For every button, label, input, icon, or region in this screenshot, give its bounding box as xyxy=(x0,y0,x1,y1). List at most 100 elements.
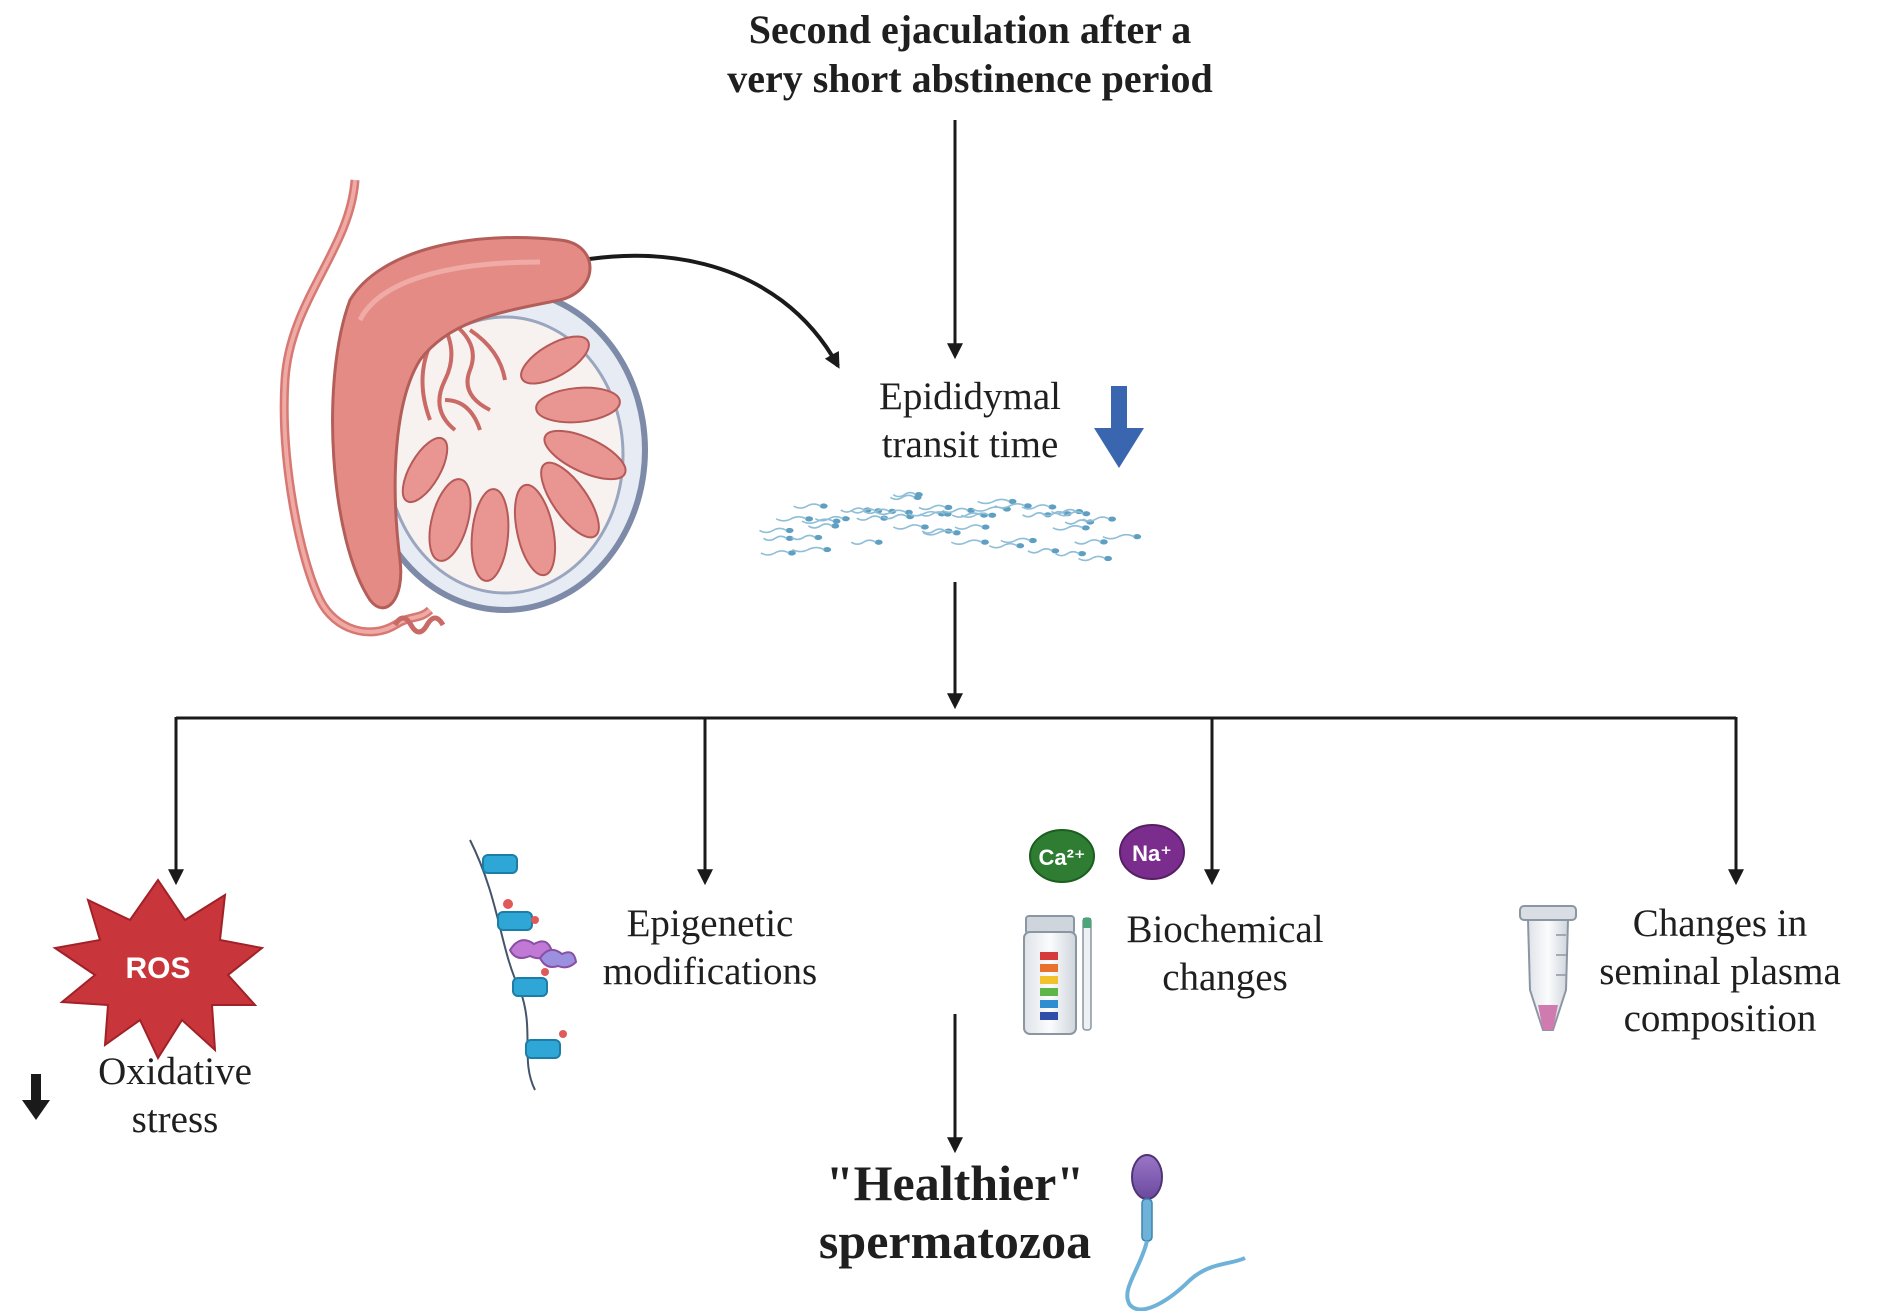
title-line-2: very short abstinence period xyxy=(727,55,1213,101)
title-label: Second ejaculation after a very short ab… xyxy=(640,6,1300,104)
sperm-tail xyxy=(892,491,917,498)
sperm-tail xyxy=(954,524,983,530)
outcome-label: "Healthier" spermatozoa xyxy=(790,1155,1120,1270)
sperm-head xyxy=(1099,539,1108,545)
sperm-head xyxy=(952,530,961,536)
sperm-head xyxy=(805,516,814,522)
oxidative-stress-label: Oxidative stress xyxy=(60,1048,290,1143)
sperm-tail xyxy=(1050,508,1077,515)
sperm-head xyxy=(944,504,953,510)
sperm-head xyxy=(1048,504,1057,510)
sperm-head xyxy=(1016,543,1025,549)
sperm-head xyxy=(1108,516,1117,522)
sperm-tail xyxy=(814,515,844,522)
sperm-tail xyxy=(942,507,969,514)
sperm-tail xyxy=(922,529,955,536)
epigenetic-label: Epigenetic modifications xyxy=(560,900,860,995)
sperm-head xyxy=(832,518,841,524)
sperm-tail xyxy=(1064,519,1088,525)
sperm-tail xyxy=(892,524,923,530)
sperm-tail xyxy=(1055,550,1080,557)
sperm-tail xyxy=(759,527,787,534)
sperm-head xyxy=(787,550,796,556)
sperm-head xyxy=(874,539,883,545)
sperm-tail xyxy=(1078,555,1106,562)
sperm-head xyxy=(920,524,929,530)
sperm-head xyxy=(823,546,832,553)
sperm-head xyxy=(785,527,794,534)
sperm-head xyxy=(1023,503,1032,509)
sperm-tail xyxy=(1102,533,1135,540)
calcium-label: Ca²⁺ xyxy=(1038,845,1085,870)
sperm-head xyxy=(981,524,990,530)
sperm-head xyxy=(819,503,828,509)
outcome-line-1: "Healthier" xyxy=(825,1155,1085,1211)
sperm-tail xyxy=(951,512,982,518)
sperm-tail xyxy=(1000,537,1031,544)
sodium-label: Na⁺ xyxy=(1132,841,1172,866)
oxidative-line-1: Oxidative xyxy=(98,1050,252,1093)
biochemical-line-1: Biochemical xyxy=(1126,908,1324,951)
biochemical-line-2: changes xyxy=(1162,955,1288,999)
sperm-tail xyxy=(988,542,1018,549)
oxidative-line-2: stress xyxy=(131,1097,219,1141)
sperm-tail xyxy=(808,523,833,529)
seminal-line-1: Changes in xyxy=(1632,902,1808,945)
sperm-head xyxy=(814,534,823,541)
sample-tube-icon xyxy=(1519,905,1577,1031)
testis-epididymis-illustration xyxy=(279,179,648,637)
epigenetic-line-2: modifications xyxy=(602,949,818,993)
down-arrow-icon xyxy=(1094,386,1144,468)
center-line-1: Epididymal xyxy=(879,375,1061,418)
sperm-tail xyxy=(791,534,816,541)
sperm-tail xyxy=(840,507,865,513)
sperm-swarm-icon xyxy=(759,491,1142,562)
epididymal-transit-label: Epididymal transit time xyxy=(830,373,1110,468)
sperm-head xyxy=(1104,555,1113,562)
sperm-head xyxy=(914,492,923,498)
sperm-tail xyxy=(850,539,877,546)
sperm-tail xyxy=(856,515,882,521)
sperm-tail xyxy=(1057,510,1084,517)
sperm-tail xyxy=(1082,516,1110,522)
ph-test-strip-icon xyxy=(1023,915,1092,1035)
sperm-tail xyxy=(763,535,788,542)
sperm-tail xyxy=(793,503,822,509)
seminal-plasma-label: Changes in seminal plasma composition xyxy=(1570,900,1870,1043)
sperm-tail xyxy=(792,546,825,553)
sperm-head xyxy=(980,539,989,545)
sperm-head xyxy=(988,512,997,518)
biochemical-label: Biochemical changes xyxy=(1090,906,1360,1001)
sperm-tail xyxy=(919,511,946,517)
outcome-line-2: spermatozoa xyxy=(818,1212,1092,1269)
ros-label: ROS xyxy=(125,952,190,985)
sperm-head xyxy=(841,516,850,522)
sperm-tail xyxy=(1027,548,1053,554)
sperm-head xyxy=(1051,548,1060,554)
sperm-tail xyxy=(1022,512,1046,518)
sperm-head xyxy=(1082,511,1091,517)
center-line-2: transit time xyxy=(881,422,1059,466)
sperm-tail xyxy=(760,550,790,556)
sperm-tail xyxy=(882,513,908,520)
sperm-head xyxy=(1028,537,1037,544)
sperm-tail xyxy=(950,539,983,545)
dna-histone-icon xyxy=(469,839,578,1091)
sperm-head xyxy=(831,523,840,529)
flow-arrows xyxy=(168,120,1744,1154)
sperm-tail xyxy=(977,498,1010,505)
sperm-tail xyxy=(960,512,990,519)
sperm-head xyxy=(785,535,794,541)
decrease-arrow-icon xyxy=(22,1074,50,1120)
sperm-tail xyxy=(875,509,907,516)
ros-burst-icon: ROS xyxy=(52,878,265,1061)
sperm-tail xyxy=(1052,525,1084,531)
sperm-head xyxy=(1008,498,1017,505)
seminal-line-3: composition xyxy=(1623,997,1817,1041)
sperm-tail xyxy=(1074,539,1102,545)
sodium-ion-icon: Na⁺ xyxy=(1119,824,1185,880)
seminal-line-2: seminal plasma xyxy=(1599,949,1841,993)
sperm-tail xyxy=(918,504,946,511)
sperm-tail xyxy=(921,528,946,534)
